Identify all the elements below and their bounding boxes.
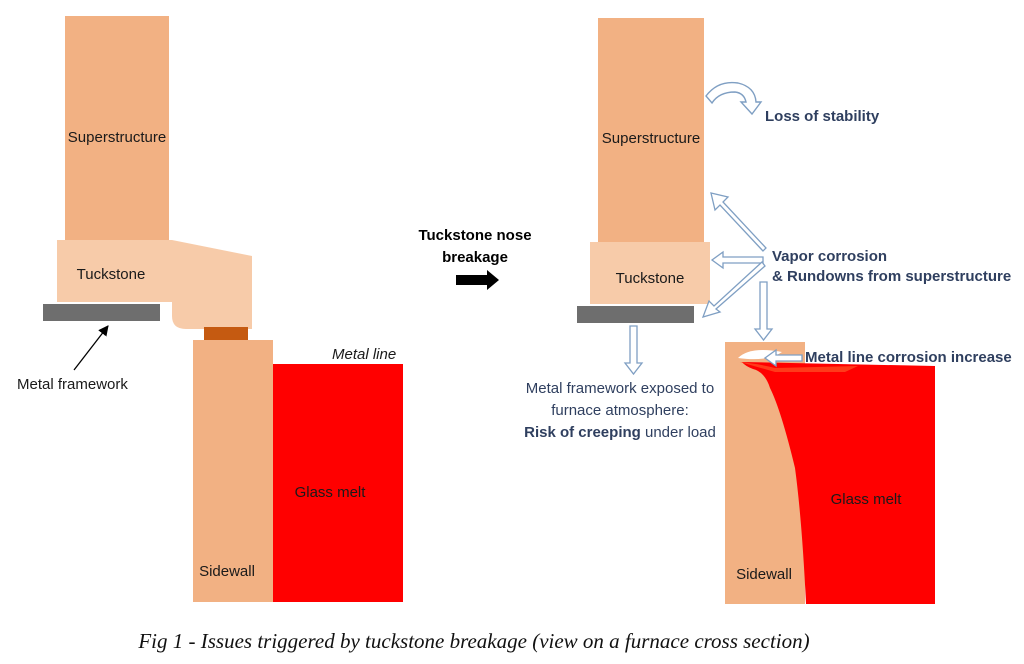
right-superstructure-label: Superstructure [602, 130, 700, 147]
framework-exposed-line1: Metal framework exposed to [526, 380, 714, 397]
framework-exposed-arrow-icon [623, 325, 644, 376]
right-glass-melt-label: Glass melt [831, 491, 903, 508]
left-glass-melt-label: Glass melt [295, 484, 367, 501]
metal-line-corrosion-arrow-icon [763, 348, 803, 368]
transition-title-line1: Tuckstone nose [418, 227, 531, 244]
left-sidewall-label: Sidewall [199, 563, 255, 580]
right-cross-section: Superstructure Tuckstone Sidewall Glass … [524, 18, 1012, 604]
right-metal-line-glass-edge [740, 362, 858, 372]
figure-caption: Fig 1 - Issues triggered by tuckstone br… [137, 629, 809, 653]
right-tuckstone-block [590, 242, 710, 304]
left-superstructure-block [65, 16, 169, 244]
right-tuckstone-label: Tuckstone [616, 270, 685, 287]
transition-arrow-icon [456, 270, 499, 290]
left-metal-framework-label: Metal framework [17, 376, 128, 393]
framework-exposed-line3: Risk of creeping under load [524, 424, 716, 441]
left-metal-line-label: Metal line [332, 346, 396, 363]
vapor-arrow-down-icon [701, 261, 766, 318]
left-tuckstone-block [57, 240, 252, 329]
right-metal-framework-bar [577, 306, 694, 323]
right-superstructure-block [598, 18, 704, 245]
loss-of-stability-arrow-icon [705, 81, 763, 116]
risk-of-creeping-text: Risk of creeping [524, 424, 641, 441]
left-metal-framework-bar [43, 304, 160, 321]
left-tuckstone-label: Tuckstone [77, 266, 146, 283]
left-cross-section: Superstructure Tuckstone Metal framework… [17, 16, 403, 602]
right-sidewall-label: Sidewall [736, 566, 792, 583]
left-sidewall-block [193, 340, 273, 602]
vapor-arrow-left-icon [710, 250, 764, 270]
rundowns-label: & Rundowns from superstructure [772, 268, 1011, 285]
under-load-text: under load [641, 424, 716, 441]
left-glass-melt-block [273, 364, 403, 602]
left-seal-block [204, 327, 248, 340]
transition-label-group: Tuckstone nose breakage [418, 227, 532, 290]
loss-of-stability-label: Loss of stability [765, 108, 880, 125]
framework-exposed-line2: furnace atmosphere: [551, 402, 689, 419]
left-metal-framework-pointer [73, 325, 109, 371]
transition-title-line2: breakage [442, 249, 508, 266]
metal-line-corrosion-label: Metal line corrosion increase [805, 349, 1012, 366]
vapor-arrow-up-icon [710, 192, 767, 252]
rundown-arrow-icon [753, 281, 774, 342]
right-glass-melt-block [742, 362, 935, 604]
vapor-corrosion-label: Vapor corrosion [772, 248, 887, 265]
left-superstructure-label: Superstructure [68, 129, 166, 146]
